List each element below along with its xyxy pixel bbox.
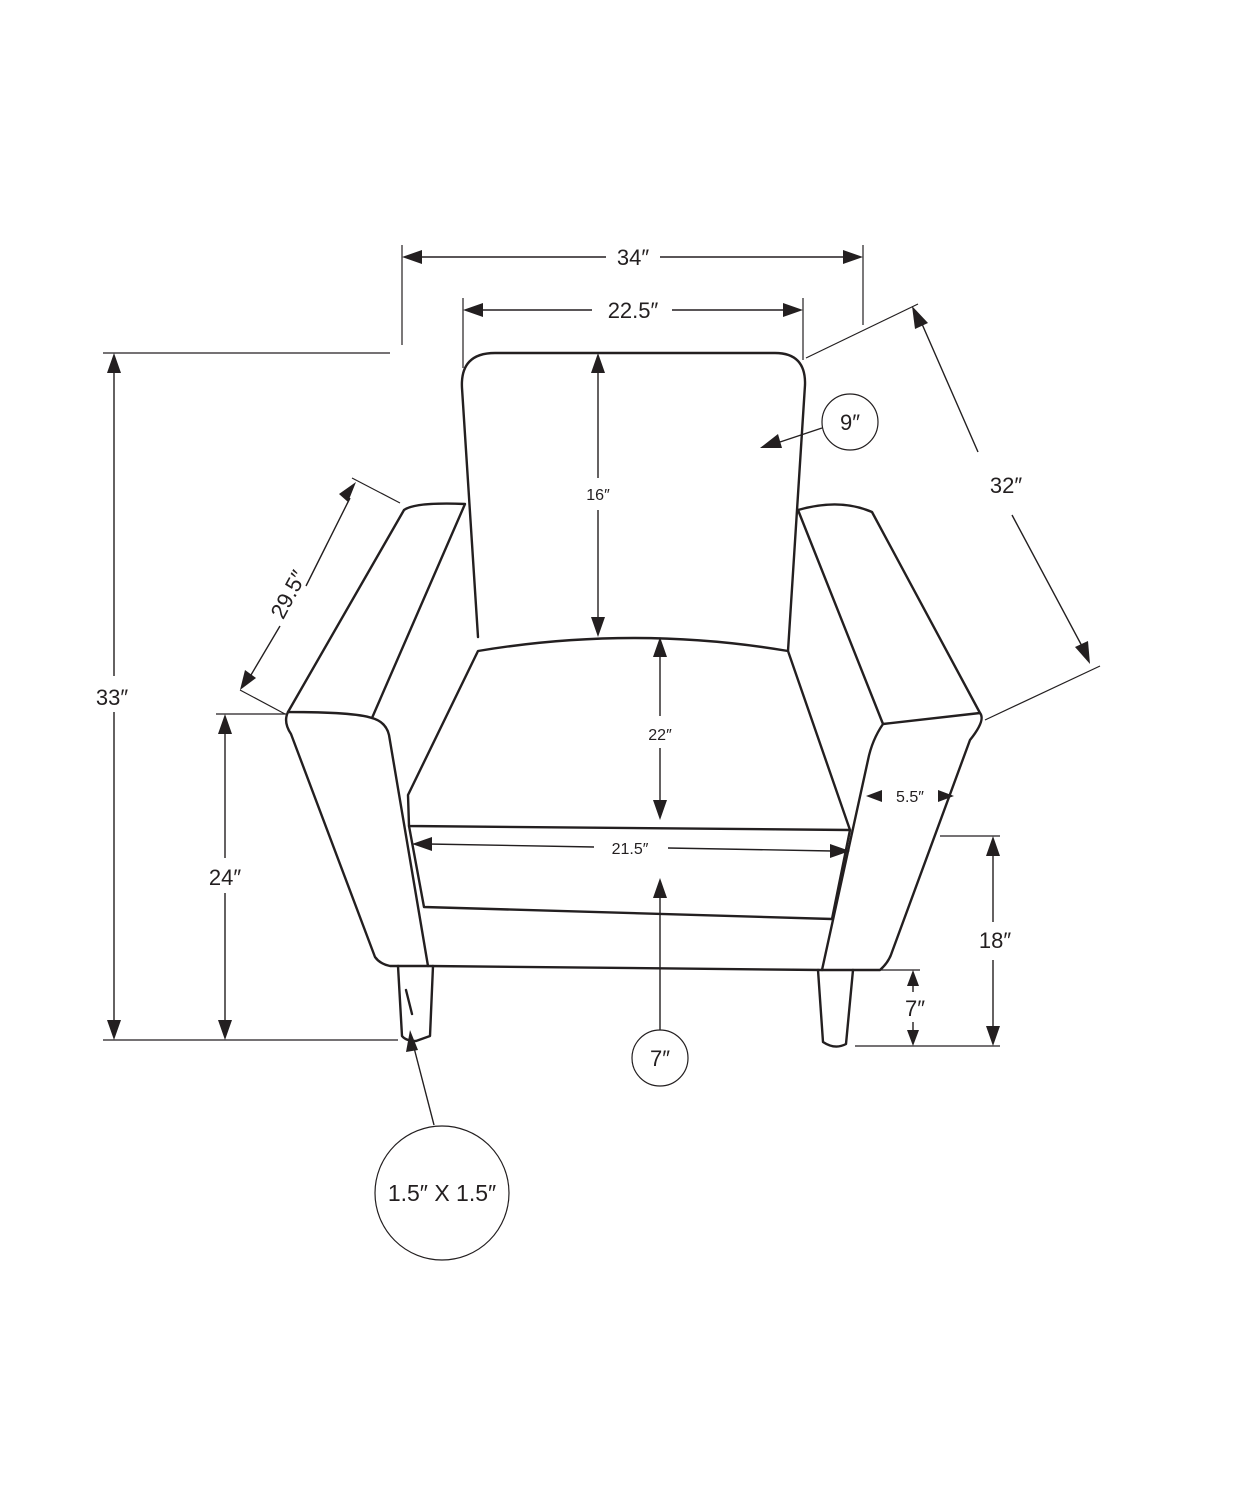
dim-overall-width: 34″ <box>401 245 864 345</box>
label-seat-width: 21.5″ <box>612 841 649 858</box>
dim-seat-depth: 22″ <box>648 637 672 820</box>
dim-seat-height: 18″ <box>855 835 1011 1047</box>
dim-leg-size: 1.5″ X 1.5″ <box>374 1030 510 1261</box>
dim-back-thickness: 9″ <box>760 393 879 451</box>
label-leg-size: 1.5″ X 1.5″ <box>388 1180 496 1206</box>
left-arm <box>286 502 467 720</box>
left-leg <box>396 964 435 1043</box>
label-arm-width: 5.5″ <box>896 789 924 806</box>
dim-leg-height: 7″ <box>880 969 925 1046</box>
dim-arm-height: 24″ <box>209 713 286 1040</box>
right-arm <box>796 503 982 726</box>
chair-base-rail <box>426 964 824 972</box>
dim-arm-width: 5.5″ <box>866 789 954 806</box>
dim-arm-length: 29.5″ <box>239 477 401 715</box>
dim-seat-width: 21.5″ <box>412 837 850 858</box>
dim-overall-depth: 32″ <box>805 303 1101 721</box>
callout-circle-seat-cushion <box>631 1029 689 1087</box>
label-leg-height: 7″ <box>905 996 925 1021</box>
dim-back-width: 22.5″ <box>462 298 804 368</box>
seat-front <box>407 824 852 921</box>
right-leg <box>816 968 855 1048</box>
dim-overall-height: 33″ <box>96 352 398 1041</box>
chair-back <box>460 351 807 653</box>
callout-circle-back-thickness <box>821 393 879 451</box>
dim-seat-cushion-thickness: 7″ <box>631 878 689 1087</box>
label-seat-height: 18″ <box>979 928 1011 953</box>
label-arm-height: 24″ <box>209 865 241 890</box>
label-overall-depth: 32″ <box>990 473 1022 498</box>
label-back-thickness: 9″ <box>840 410 860 435</box>
left-arm-front <box>284 710 430 968</box>
label-seat-cushion-thickness: 7″ <box>650 1046 670 1071</box>
label-back-height: 16″ <box>586 487 610 504</box>
chair-outline <box>284 351 983 1048</box>
callout-circle-leg-size <box>374 1125 510 1261</box>
label-arm-length: 29.5″ <box>265 566 311 623</box>
dim-back-height: 16″ <box>586 353 610 637</box>
label-overall-width: 34″ <box>617 245 649 270</box>
label-back-width: 22.5″ <box>608 298 659 323</box>
label-seat-depth: 22″ <box>648 727 672 744</box>
seat-cushion-top <box>406 636 852 832</box>
label-overall-height: 33″ <box>96 685 128 710</box>
left-leg-edge <box>404 988 414 1016</box>
right-arm-front <box>820 711 983 972</box>
